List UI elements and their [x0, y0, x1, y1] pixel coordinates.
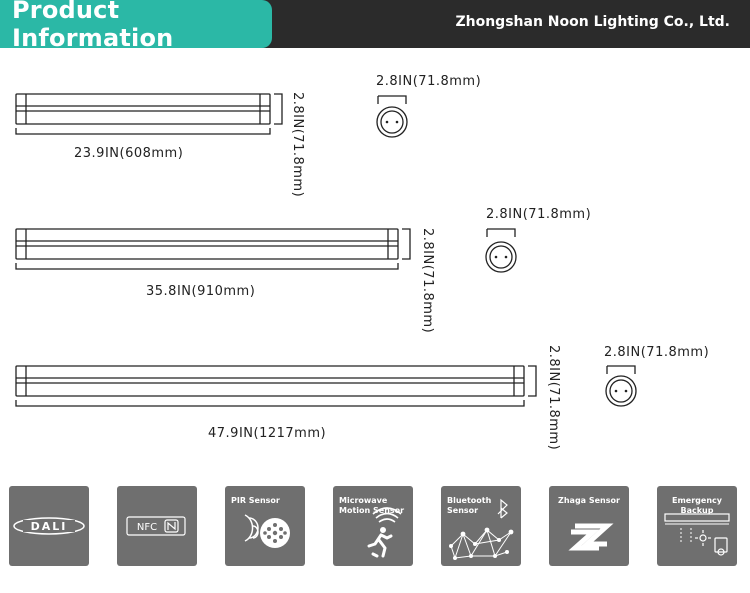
feature-dali: DALI: [9, 486, 89, 566]
feature-pir: PIR Sensor: [225, 486, 305, 566]
endcap-1-drawing: [376, 95, 408, 138]
height-label-2: 2.8IN(71.8mm): [420, 228, 435, 334]
feature-emergency: Emergency Backup: [657, 486, 737, 566]
feature-bluetooth: Bluetooth Sensor: [441, 486, 521, 566]
feature-label-bluetooth: Bluetooth Sensor: [447, 496, 492, 515]
height-label-1: 2.8IN(71.8mm): [290, 92, 305, 198]
nfc-icon: NFC: [126, 516, 186, 536]
endcap-2-drawing: [485, 228, 517, 273]
header-bar: Product Information Zhongshan Noon Light…: [0, 0, 750, 52]
emergency-backup-icon: [664, 513, 730, 556]
zhaga-icon: [568, 523, 614, 551]
diameter-label-3: 2.8IN(71.8mm): [604, 345, 710, 360]
feature-zhaga: Zhaga Sensor: [549, 486, 629, 566]
length-label-1: 23.9IN(608mm): [74, 146, 184, 161]
diameter-label-1: 2.8IN(71.8mm): [376, 74, 482, 89]
dali-logo-text: DALI: [31, 520, 68, 533]
endcap-3-drawing: [605, 365, 637, 407]
microwave-motion-icon: [367, 507, 402, 558]
feature-label-pir: PIR Sensor: [231, 496, 280, 505]
dali-logo-icon: DALI: [13, 517, 85, 535]
feature-microwave: Microwave Motion Sensor: [333, 486, 413, 566]
pir-sensor-icon: [244, 514, 290, 548]
nfc-logo-text: NFC: [137, 522, 157, 533]
fixture-910-drawing: [15, 228, 411, 270]
feature-label-emergency: Emergency Backup: [672, 496, 722, 515]
feature-label-zhaga: Zhaga Sensor: [558, 496, 620, 505]
dimension-drawings: [15, 93, 637, 407]
length-label-3: 47.9IN(1217mm): [208, 426, 327, 441]
page-title: Product Information: [12, 0, 174, 52]
diameter-label-2: 2.8IN(71.8mm): [486, 207, 592, 222]
fixture-1217-drawing: [15, 365, 537, 407]
company-name: Zhongshan Noon Lighting Co., Ltd.: [455, 14, 730, 30]
feature-label-microwave: Microwave Motion Sensor: [339, 496, 405, 515]
bluetooth-mesh-icon: [449, 498, 514, 560]
height-label-3: 2.8IN(71.8mm): [546, 345, 561, 451]
feature-nfc: NFC: [117, 486, 197, 566]
fixture-608-drawing: [15, 93, 283, 135]
length-label-2: 35.8IN(910mm): [146, 284, 256, 299]
title-tab: Product Information: [0, 0, 272, 52]
